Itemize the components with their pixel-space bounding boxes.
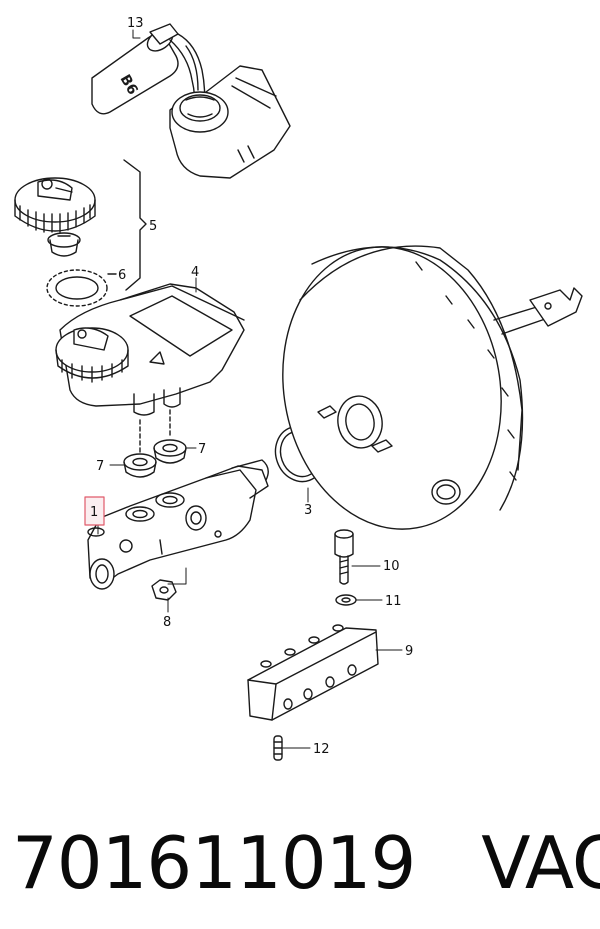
grommet-right	[153, 439, 187, 464]
hex-nut	[151, 579, 177, 601]
callout-3: 3	[304, 503, 312, 518]
callout-7-left: 7	[96, 459, 104, 474]
locating-pin	[273, 735, 283, 761]
washer	[335, 594, 357, 606]
brake-booster	[282, 245, 583, 530]
seal-gasket	[46, 269, 117, 307]
callout-labels: 13 5 6 4 7 7 1 3 8 10 11 9 12	[90, 16, 413, 757]
callout-5: 5	[149, 219, 157, 234]
hex-bolt	[334, 529, 354, 585]
reservoir-cap-assembly	[14, 177, 96, 257]
grommet-left	[123, 453, 157, 478]
callout-9: 9	[405, 644, 413, 659]
callout-1: 1	[90, 505, 98, 520]
callout-7-right: 7	[198, 442, 206, 457]
spacer-block	[247, 624, 379, 721]
reservoir-top-detail	[169, 65, 291, 179]
brand-name: VAG	[481, 821, 600, 905]
callout-10: 10	[383, 559, 400, 574]
brake-fluid-bottle: B6	[91, 23, 206, 115]
leader-lines	[97, 29, 403, 749]
callout-11: 11	[385, 594, 402, 609]
callout-8: 8	[163, 615, 171, 630]
brake-master-cylinder	[87, 459, 269, 590]
part-caption: 701611019 VAG	[12, 808, 600, 918]
callout-12: 12	[313, 742, 330, 757]
fluid-reservoir	[55, 283, 245, 416]
callout-4: 4	[191, 265, 199, 280]
callout-6: 6	[118, 268, 126, 283]
bracket-5	[123, 159, 147, 291]
callout-1-highlight	[84, 496, 105, 526]
exploded-parts-diagram: B6	[14, 16, 583, 761]
part-number: 701611019	[12, 821, 416, 905]
callout-13: 13	[127, 16, 144, 31]
